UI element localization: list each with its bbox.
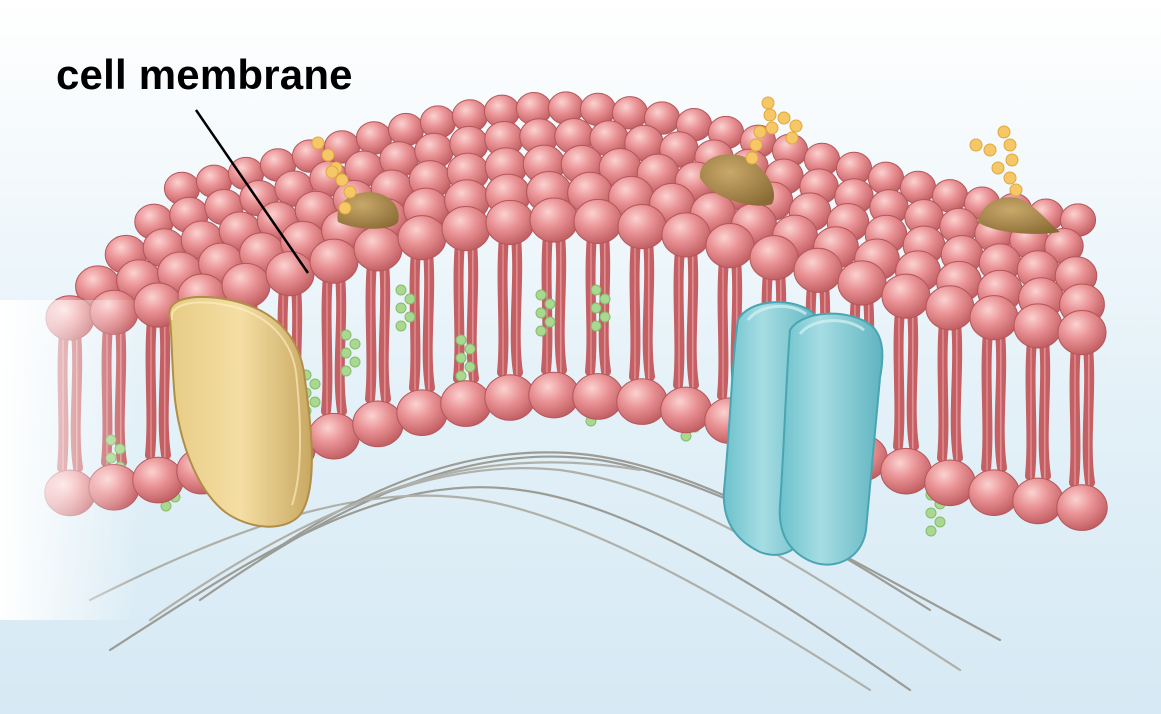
phospholipid-tail <box>1030 340 1032 476</box>
phospholipid-head <box>706 224 754 268</box>
phospholipid-head <box>1014 304 1062 348</box>
phospholipid-head-lower <box>925 460 975 506</box>
phospholipid-head <box>354 227 402 271</box>
phospholipid-tail <box>1044 340 1046 476</box>
phospholipid-tail <box>912 311 914 447</box>
phospholipid-head <box>750 236 798 280</box>
phospholipid-tail <box>986 332 988 468</box>
phospholipid-tail <box>1000 332 1002 468</box>
phospholipid-head-lower <box>397 390 447 436</box>
phospholipid-tail <box>956 322 958 458</box>
phospholipid-tail <box>942 322 944 458</box>
phospholipid-head-lower <box>1057 485 1107 531</box>
phospholipid-head <box>926 286 974 330</box>
phospholipid-head <box>574 199 622 243</box>
channel-protein <box>724 302 883 564</box>
phospholipid-tail <box>472 243 474 379</box>
phospholipid-tail <box>1074 347 1076 483</box>
cell-membrane-label: cell membrane <box>56 54 353 96</box>
phospholipid-head <box>618 205 666 249</box>
phospholipid-head <box>970 296 1018 340</box>
phospholipid-tail <box>370 263 372 399</box>
phospholipid-head-lower <box>309 413 359 459</box>
phospholipid-tail <box>648 241 650 377</box>
phospholipid-head-lower <box>1013 478 1063 524</box>
phospholipid-head <box>882 274 930 318</box>
phospholipid-head <box>1058 311 1106 355</box>
phospholipid-tail <box>590 236 592 372</box>
phospholipid-head-lower <box>969 470 1019 516</box>
phospholipid-tail <box>502 237 504 373</box>
phospholipid-head-lower <box>881 448 931 494</box>
phospholipid-tail <box>428 252 430 388</box>
phospholipid-tail <box>692 249 694 385</box>
phospholipid-head-lower <box>353 401 403 447</box>
phospholipid-tail <box>164 319 166 455</box>
phospholipid-tail <box>678 249 680 385</box>
phospholipid-head-lower <box>573 374 623 420</box>
phospholipid-tail <box>1088 347 1090 483</box>
phospholipid-head <box>398 216 446 260</box>
phospholipid-tail <box>150 319 152 455</box>
left-fade <box>0 300 140 620</box>
phospholipid-tail <box>898 311 900 447</box>
phospholipid-head <box>838 261 886 305</box>
phospholipid-tail <box>722 260 724 396</box>
phospholipid-tail <box>634 241 636 377</box>
phospholipid-tail <box>384 263 386 399</box>
phospholipid-head-lower <box>529 372 579 418</box>
phospholipid-head-lower <box>485 375 535 421</box>
phospholipid-head <box>442 206 490 250</box>
phospholipid-head-lower <box>661 387 711 433</box>
phospholipid-head <box>794 248 842 292</box>
phospholipid-head <box>310 239 358 283</box>
phospholipid-head <box>486 200 534 244</box>
phospholipid-tail <box>326 276 328 412</box>
phospholipid-head-lower <box>133 457 183 503</box>
phospholipid-head <box>266 252 314 296</box>
phospholipid-head <box>530 198 578 242</box>
phospholipid-tail <box>340 276 342 412</box>
phospholipid-head <box>662 213 710 257</box>
phospholipid-tail <box>560 234 562 370</box>
phospholipid-tail <box>516 237 518 373</box>
phospholipid-head-lower <box>617 379 667 425</box>
phospholipid-head-lower <box>441 381 491 427</box>
